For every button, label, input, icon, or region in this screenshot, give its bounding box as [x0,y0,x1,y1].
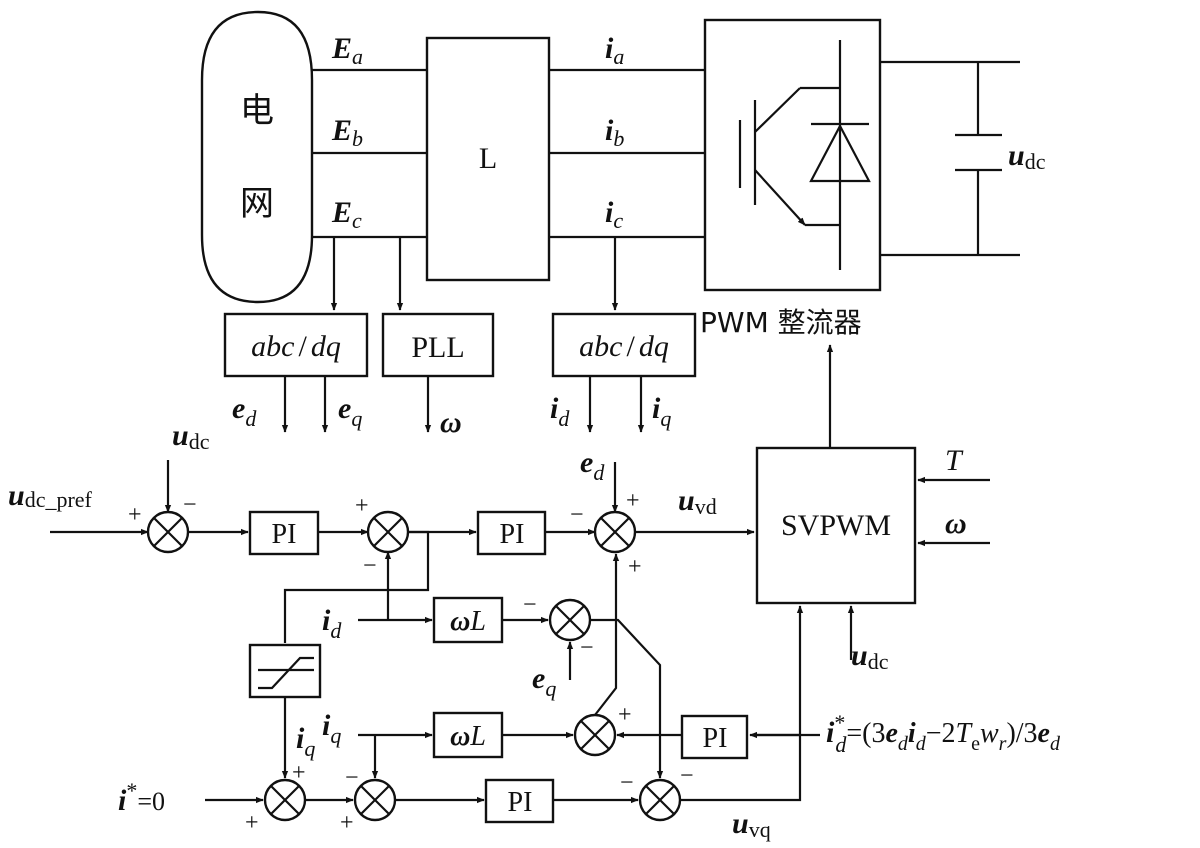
svpwm-udc-label: udc [851,639,889,674]
current-label-ib: ib [605,114,624,151]
voltage-label-eb: Eb [331,114,363,151]
udc-fb-label: udc [172,419,210,454]
svg-text:−: − [570,502,584,528]
svg-text:abc/dq: abc/dq [579,330,669,363]
id-cross-label: id [322,604,342,643]
svg-text:PI: PI [508,787,533,818]
svg-text:ωL: ωL [450,721,486,752]
pi-d-current-controller [476,510,547,556]
grid-label-line1: 电 [240,91,274,131]
ed-sum-label: ed [580,446,605,485]
output-id-label: id [550,392,570,431]
pll-label: PLL [411,331,464,364]
svg-text:PI: PI [272,519,297,550]
voltage-label-ea: Ea [331,32,363,69]
svg-text:+: + [628,554,642,580]
svg-text:+: + [292,760,306,786]
svg-text:+: + [355,493,369,519]
svg-text:−: − [345,765,359,791]
svpwm-label: SVPWM [781,509,891,542]
output-eq-label: eq [338,392,362,431]
svg-text:−: − [523,592,537,618]
eq-sum-label: eq [532,662,556,701]
iq-limit-label: iq [296,722,315,761]
svg-text:−: − [680,763,694,789]
pi-feedback-controller [680,714,749,760]
current-label-ia: ia [605,32,624,69]
svg-text:−: − [183,492,197,518]
grid-source-shape [200,10,314,304]
svg-text:+: + [618,702,632,728]
output-iq-label: iq [652,392,671,431]
svg-text:−: − [580,635,594,661]
svg-text:−: − [363,553,377,579]
svg-text:+: + [245,810,259,836]
grid-label-line2: 网 [240,184,274,224]
svg-text:PI: PI [703,723,728,754]
svg-text:+: + [626,488,640,514]
pi-q-current-controller [484,778,555,824]
id-ref-formula: i*d=(3edid−2Tewr)/3ed [826,710,1061,757]
pwm-rectifier-box [703,18,882,292]
summing-junctions [146,510,682,822]
pwm-rectifier-label: PWM 整流器 [700,306,862,339]
uvd-label: uvd [678,484,717,519]
pll-box [381,312,495,378]
output-omega-label: ω [440,406,462,439]
abc-dq-transform-right [551,312,697,378]
svg-text:ωL: ωL [450,606,486,637]
iq-cross-label: iq [322,709,341,748]
uvq-label: uvq [732,807,771,842]
output-ed-label: ed [232,392,257,431]
svg-text:−: − [620,770,634,796]
udc-ref-label: udc_pref [8,479,93,512]
svpwm-input-t: T [945,444,964,477]
svpwm-input-omega: ω [945,507,967,540]
inductor-label: L [479,142,497,175]
svg-text:PI: PI [500,519,525,550]
svg-text:+: + [128,502,142,528]
svpwm-box [755,446,917,605]
igbt-symbol [738,40,871,270]
svg-text:abc/dq: abc/dq [251,330,341,363]
inductor-box [425,36,551,282]
dc-voltage-label: udc [1008,139,1046,174]
abc-dq-transform-left [223,312,369,378]
iq-star-label: i*=0 [118,778,165,817]
voltage-label-ec: Ec [331,196,362,233]
current-label-ic: ic [605,196,623,233]
svg-text:+: + [340,810,354,836]
pi-voltage-controller [248,510,320,556]
